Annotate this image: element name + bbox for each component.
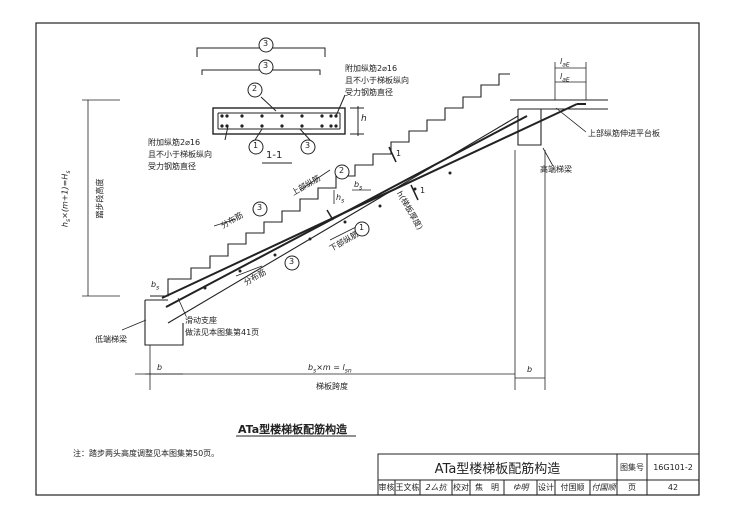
rebar-circle-2: 2 <box>339 166 345 175</box>
review-name: 王文栋 <box>395 483 420 492</box>
b-left-label: b <box>157 363 163 372</box>
design-name: 付国顺 <box>560 483 585 492</box>
stair-steps <box>144 73 608 346</box>
check-name: 焦 明 <box>475 483 499 492</box>
slide-support-label-1: 滑动支座 <box>185 316 217 325</box>
bs-left-label: bs <box>151 280 160 292</box>
extra-bar-note-top-2: 且不小于梯板纵向 <box>345 76 409 85</box>
cut-marks <box>326 146 419 221</box>
page-label: 页 <box>628 483 636 492</box>
section-label: 1-1 <box>266 150 283 161</box>
atlas-no: 16G101-2 <box>653 462 693 472</box>
drawing-title: ATa型楼梯板配筋构造 <box>238 423 348 436</box>
cut-mark-1a: 1 <box>396 149 402 158</box>
extra-bar-note-left-2: 且不小于梯板纵向 <box>148 150 212 159</box>
circle-label-1a: 1 <box>253 141 259 150</box>
section-h-label: h <box>361 114 367 124</box>
rebar-circle-3a: 3 <box>257 203 263 212</box>
section-circles <box>247 37 316 155</box>
review-signature: 2ㄙ抗 <box>425 483 447 492</box>
la-e-label-2: laE <box>560 72 570 84</box>
circle-label-3b: 3 <box>263 61 269 70</box>
design-signature: 付国顺 <box>591 483 616 492</box>
rebar-circles <box>252 164 370 271</box>
footnote: 注：踏步两头高度调整见本图集第50页。 <box>73 449 220 458</box>
stair-rebar-dots <box>203 171 452 290</box>
extra-bar-note-top-3: 受力钢筋直径 <box>345 88 393 97</box>
step-height-label: 踏步段高度 <box>95 178 105 219</box>
title-block-lines <box>377 453 700 496</box>
check-label: 校对 <box>453 483 469 492</box>
bs-label: bs <box>354 180 363 192</box>
extra-bar-note-left-3: 受力钢筋直径 <box>148 162 196 171</box>
extra-bar-note-left-1: 附加纵筋2⌀16 <box>148 138 201 147</box>
dimensions <box>82 62 587 390</box>
la-e-label-1: laE <box>560 57 570 69</box>
title-block-title: ATa型楼梯板配筋构造 <box>434 461 561 477</box>
check-signature: ゆ明 <box>512 483 529 492</box>
vertical-formula: hs×(m+1)=Hs <box>60 170 73 228</box>
section-dots <box>220 114 338 128</box>
upper-bar-to-platform-label: 上部纵筋伸进平台板 <box>588 129 660 138</box>
section-1-1 <box>196 47 364 164</box>
slide-support-label-2: 做法见本图集第41页 <box>185 328 260 337</box>
design-label: 设计 <box>538 483 554 492</box>
high-end-beam-label: 高端梯梁 <box>540 165 572 174</box>
review-label: 审核 <box>378 483 395 492</box>
circle-label-2a: 2 <box>252 84 258 93</box>
extra-bar-note-top-1: 附加纵筋2⌀16 <box>345 64 398 73</box>
stair-rebar <box>161 103 586 308</box>
rebar-circle-1: 1 <box>359 223 365 232</box>
b-right-label: b <box>527 365 533 374</box>
hs-label: hs <box>336 193 345 205</box>
low-end-beam-label: 低端梯梁 <box>95 335 127 344</box>
rebar-circle-3b: 3 <box>289 257 295 266</box>
circle-label-3a: 3 <box>263 39 269 48</box>
circle-label-3c: 3 <box>305 141 311 150</box>
span-label: 梯板跨度 <box>316 382 348 391</box>
atlas-no-label: 图集号 <box>620 462 644 472</box>
page-no: 42 <box>667 483 679 492</box>
span-formula: bs×m = lsn <box>308 363 352 375</box>
sheet-border <box>35 22 700 496</box>
cut-mark-1b: 1 <box>420 186 426 195</box>
